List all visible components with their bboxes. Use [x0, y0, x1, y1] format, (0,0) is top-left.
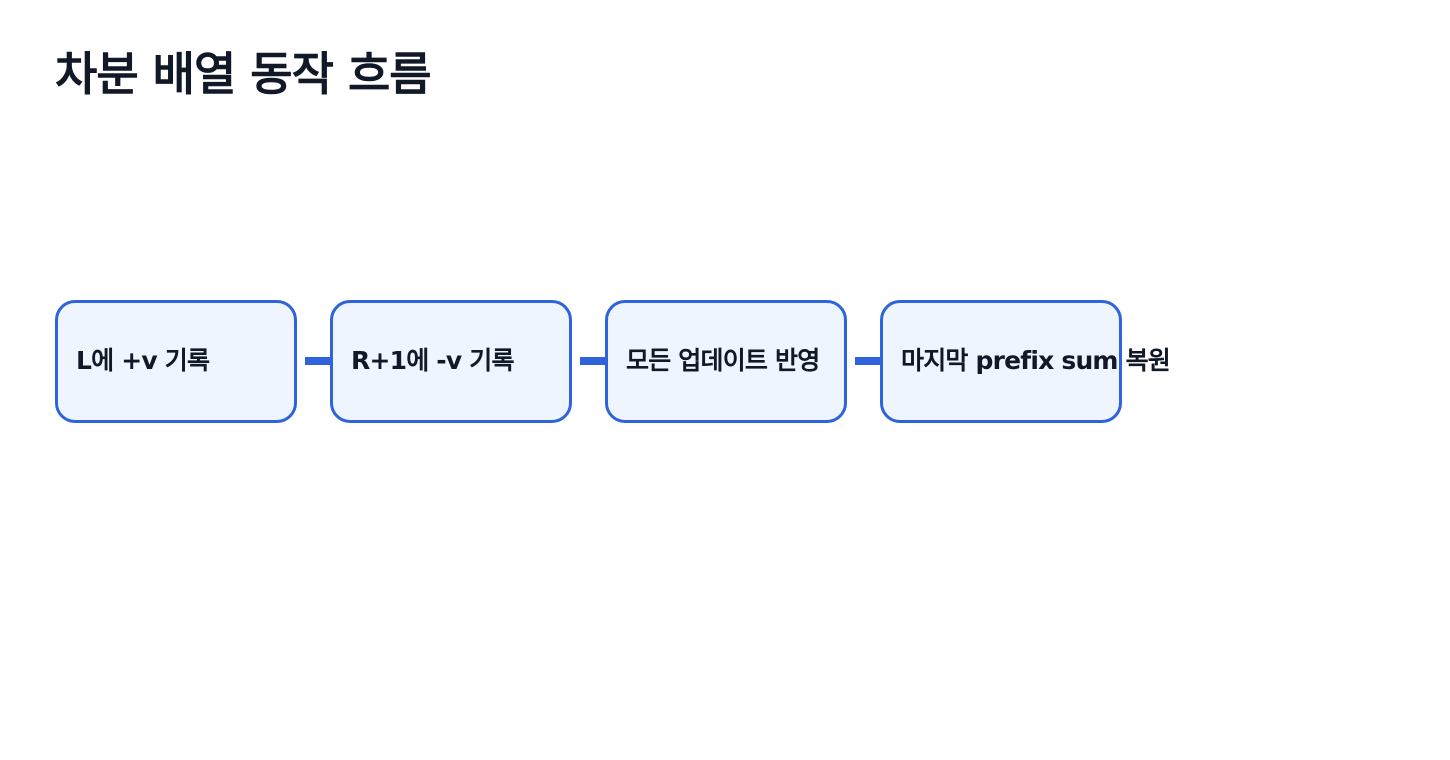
connector-3-4: [855, 357, 882, 365]
step-label-1: L에 +v 기록: [76, 346, 210, 375]
connector-2-3: [580, 357, 607, 365]
step-label-3: 모든 업데이트 반영: [626, 346, 820, 375]
step-box-1: L에 +v 기록: [55, 300, 297, 423]
step-box-4: 마지막 prefix sum 복원: [880, 300, 1171, 423]
step-label-2: R+1에 -v 기록: [351, 346, 514, 375]
step-box-2: R+1에 -v 기록: [330, 300, 572, 423]
step-box-3: 모든 업데이트 반영: [605, 300, 847, 423]
page-title: 차분 배열 동작 흐름: [55, 47, 432, 101]
step-label-4: 마지막 prefix sum 복원: [901, 346, 1171, 375]
connector-1-2: [305, 357, 332, 365]
flow-diagram: L에 +v 기록 R+1에 -v 기록 모든 업데이트 반영 마지막 prefi…: [55, 300, 1395, 423]
